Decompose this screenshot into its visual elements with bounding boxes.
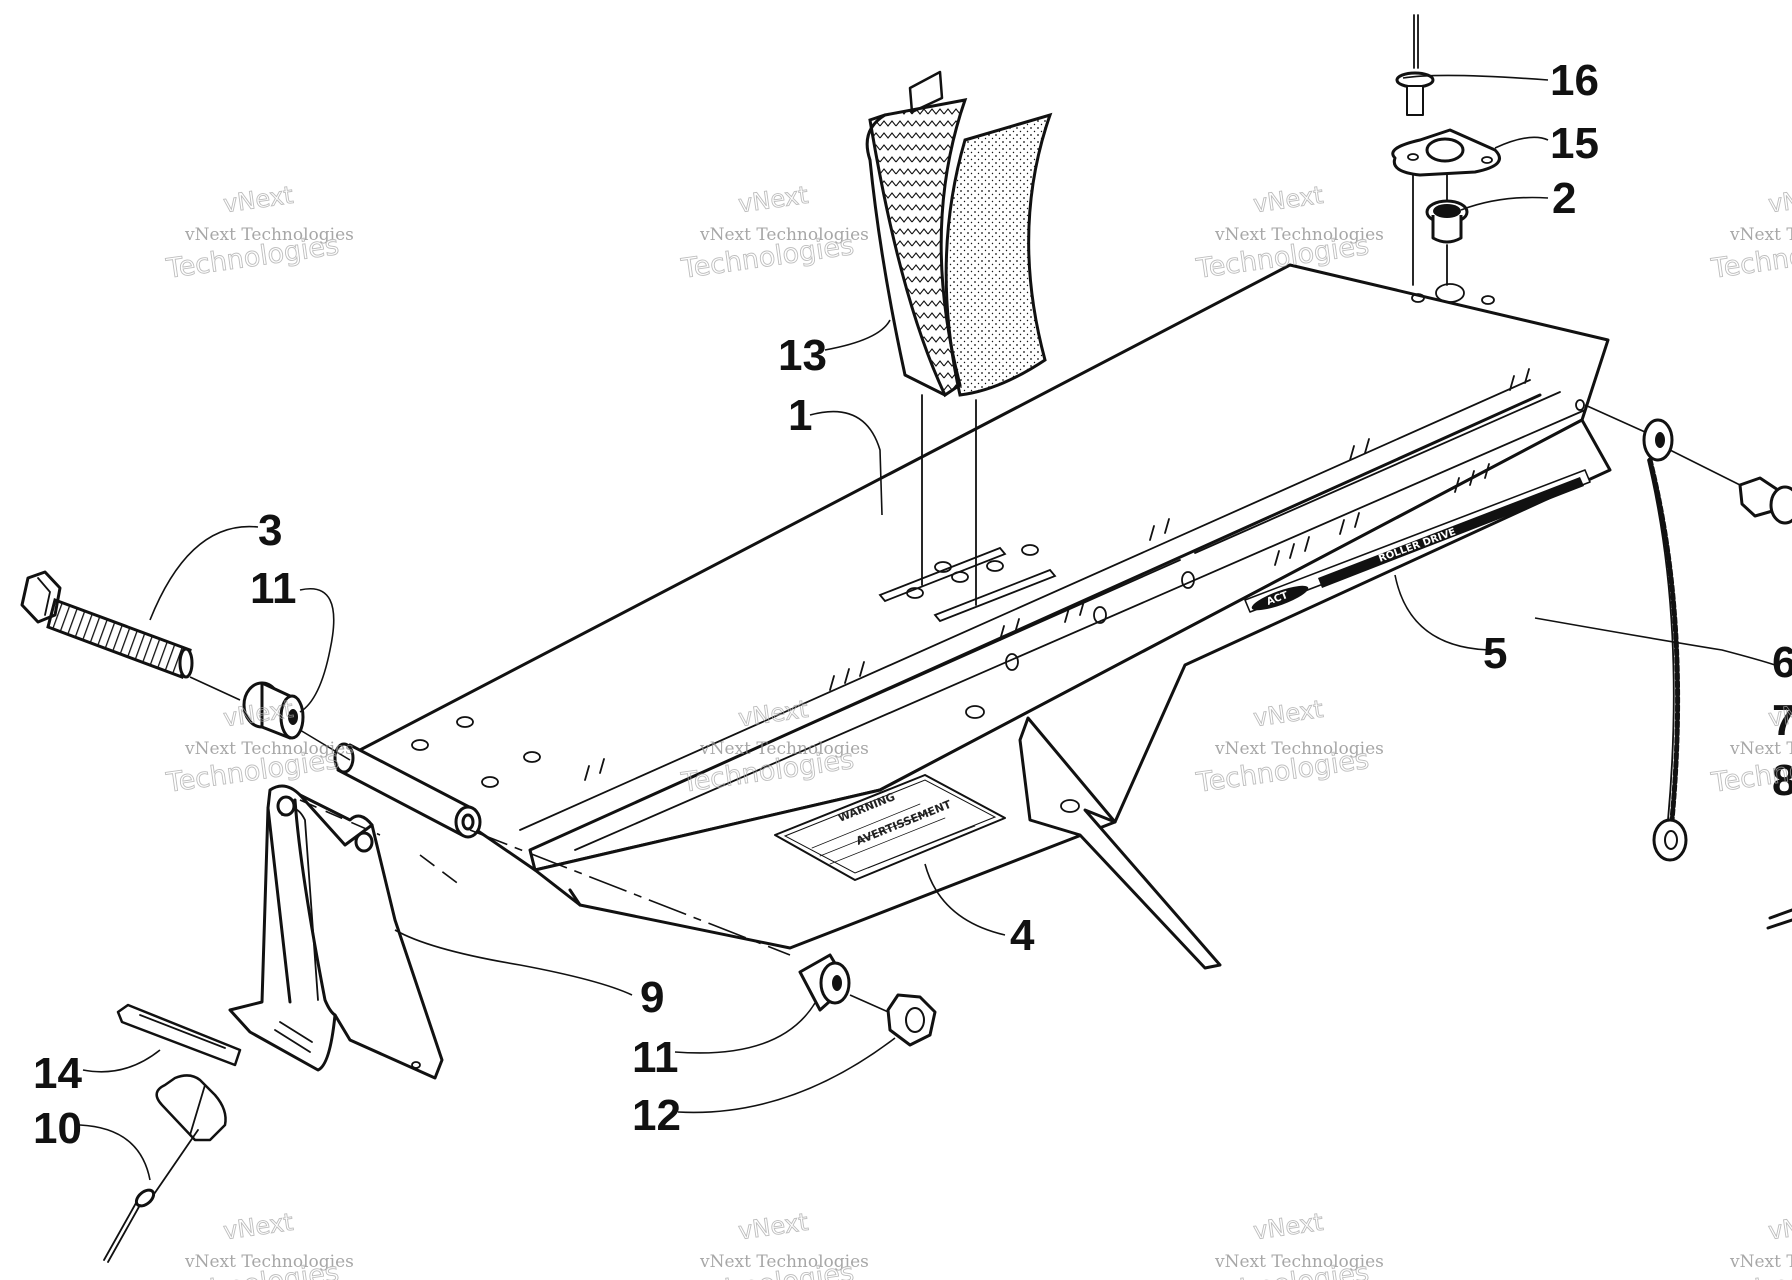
watermark-r2c4: vNext vNext Technologies Technologies [1708,694,1792,799]
svg-text:vNext Technologies: vNext Technologies [1214,225,1384,245]
svg-text:vNext: vNext [222,1208,295,1245]
svg-text:vNext Technologies: vNext Technologies [1729,739,1792,759]
svg-text:vNext: vNext [1767,1208,1792,1245]
bracket-part-9 [228,784,461,1080]
callout-10: 10 [33,1104,82,1153]
strip-part-14 [116,1003,242,1067]
svg-text:vNext: vNext [1767,181,1792,218]
callout-1: 1 [788,391,812,440]
bolt-part-3 [20,570,291,723]
callout-11-lower: 11 [632,1033,679,1082]
bushing-part-11-right [469,829,896,1016]
bushing-part-11-left [242,681,351,761]
watermark-r3c4: vNext vNext Technologies Technologies [1708,1207,1792,1280]
svg-text:vNext Technologies: vNext Technologies [1729,1252,1792,1272]
callout-numbers: 16 15 2 13 1 3 11 5 6 7 8 4 9 14 10 11 1… [33,56,1792,1153]
callout-9: 9 [640,973,664,1022]
callout-2: 2 [1552,174,1576,223]
svg-text:vNext Technologies: vNext Technologies [1214,1252,1384,1272]
leader-lines [79,74,1776,1181]
watermark-r1c1: vNext vNext Technologies Technologies [163,180,354,285]
svg-text:vNext Technologies: vNext Technologies [184,1252,354,1272]
callout-5: 5 [1483,629,1507,678]
callout-7: 7 [1772,696,1792,745]
callout-11-upper: 11 [250,564,297,613]
svg-text:vNext Technologies: vNext Technologies [184,739,354,759]
watermark-r2c1: vNext vNext Technologies Technologies [163,694,354,799]
svg-text:vNext: vNext [222,181,295,218]
callout-3: 3 [258,506,282,555]
nut-part-12 [886,993,937,1047]
svg-text:vNext Technologies: vNext Technologies [699,739,869,759]
rivet-part-16 [1395,14,1435,116]
svg-text:vNext: vNext [1252,1208,1325,1245]
svg-text:vNext: vNext [737,181,810,218]
callout-13: 13 [778,331,827,380]
callout-14: 14 [33,1049,82,1098]
watermark-r1c3: vNext vNext Technologies Technologies [1193,180,1384,285]
watermark-r1c4: vNext vNext Technologies Technologies [1708,180,1792,285]
svg-text:vNext Technologies: vNext Technologies [1729,225,1792,245]
svg-text:vNext: vNext [1252,695,1325,732]
svg-text:vNext Technologies: vNext Technologies [699,225,869,245]
svg-text:vNext: vNext [737,1208,810,1245]
grommet-part-2 [1425,174,1469,286]
svg-text:vNext Technologies: vNext Technologies [699,1252,869,1272]
frame-part-1 [333,263,1612,970]
watermark-r1c2: vNext vNext Technologies Technologies [678,180,869,285]
callout-15: 15 [1550,119,1599,168]
pedal-pad-part-13 [865,70,1053,606]
svg-text:vNext Technologies: vNext Technologies [1214,739,1384,759]
callout-6: 6 [1772,638,1792,687]
watermark-r3c1: vNext vNext Technologies Technologies [163,1207,354,1280]
warning-decal-part-4: WARNING AVERTISSEMENT [774,774,1006,881]
watermark-r3c2: vNext vNext Technologies Technologies [678,1207,869,1280]
callout-16: 16 [1550,56,1599,105]
svg-text:vNext: vNext [1252,181,1325,218]
svg-text:vNext Technologies: vNext Technologies [184,225,354,245]
callout-4: 4 [1010,911,1035,960]
watermark-r2c3: vNext vNext Technologies Technologies [1193,694,1384,799]
callout-12: 12 [632,1091,681,1140]
callout-8: 8 [1772,756,1792,805]
rivet-part-10 [103,1074,227,1263]
cable-part-6 [1584,404,1792,930]
watermark-r3c3: vNext vNext Technologies Technologies [1193,1207,1384,1280]
mount-plate-part-15 [1391,128,1501,286]
